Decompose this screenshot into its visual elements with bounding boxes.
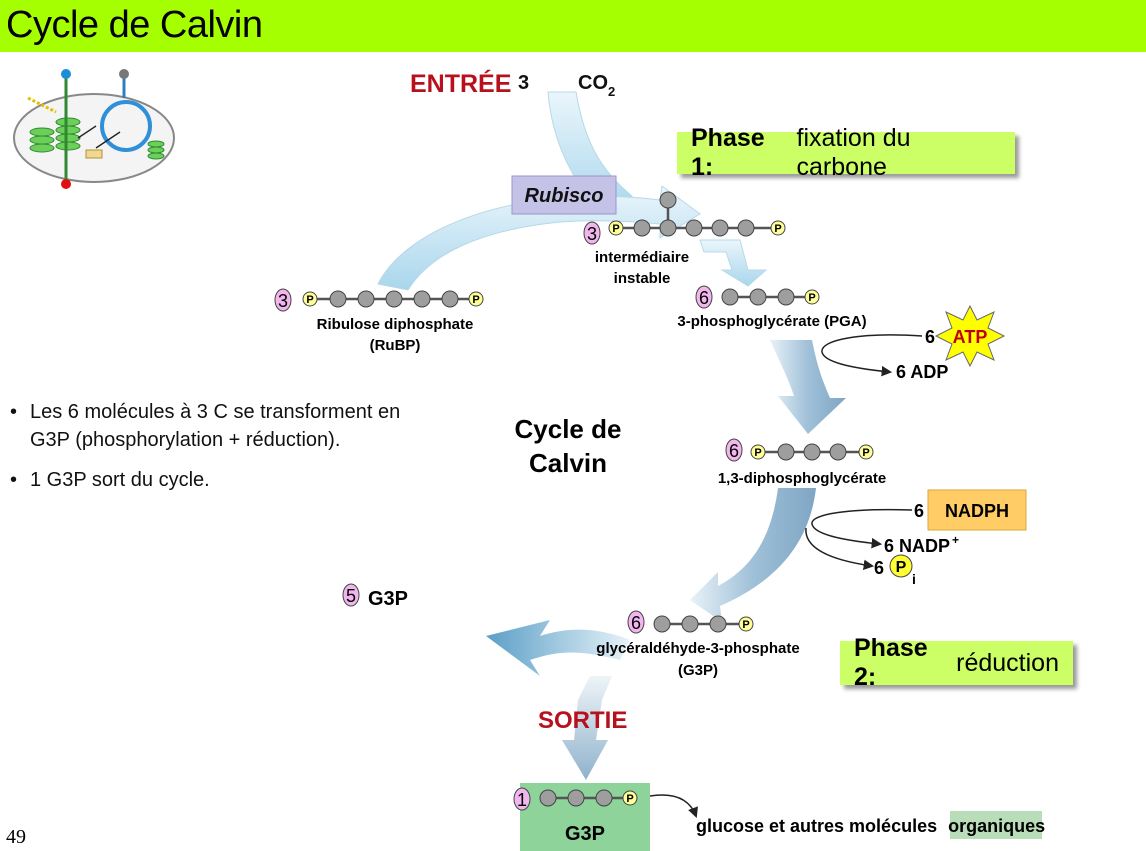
entry-label: ENTRÉE [410, 69, 511, 98]
phase2-text: réduction [956, 648, 1059, 677]
output-text: glucose et autres molécules organiques [696, 816, 1045, 836]
phase2-bold: Phase 2: [854, 634, 928, 691]
dpg-to-g3p-arrow [690, 488, 816, 622]
dpg-molecule: P P [750, 443, 874, 461]
cycle-label-2: Calvin [529, 448, 607, 478]
atp-input-curve [821, 334, 923, 377]
dpg-count-circle [725, 438, 743, 462]
svg-text:P: P [754, 447, 761, 459]
output-arrow [649, 794, 698, 818]
pi-output-curve [805, 527, 875, 571]
output-count: 1 [517, 790, 527, 810]
slide-title: Cycle de Calvin [6, 4, 263, 46]
intermediate-label-2: instable [614, 270, 671, 287]
entry-count: 3 [518, 72, 529, 94]
nadp-label: 6 NADP [884, 536, 950, 556]
exit-arrow [562, 676, 612, 780]
slide-number: 49 [6, 826, 26, 848]
svg-text:P: P [774, 223, 781, 235]
pga-to-dpg-arrow [770, 340, 846, 434]
g3p-recycle-arrow [486, 620, 630, 676]
phase2-box: Phase 2: réduction [840, 634, 1073, 691]
bullet-list: Les 6 molécules à 3 C se transforment en… [10, 398, 410, 506]
rubp-label-1: Ribulose diphosphate [317, 316, 474, 333]
rubp-count-circle [274, 288, 292, 312]
rubp-molecule: P P [302, 290, 484, 308]
nadph-input-curve [811, 508, 913, 549]
intermediate-count-circle [583, 221, 601, 245]
atp-label: ATP [953, 327, 988, 347]
atp-count: 6 [925, 327, 935, 347]
nadph-label: NADPH [945, 501, 1009, 521]
svg-text:P: P [472, 294, 479, 306]
pi-count: 6 [874, 558, 884, 578]
entry-molecule: CO [578, 72, 608, 94]
intermediate-to-pga-arrow [699, 239, 768, 287]
phase1-text: fixation du carbone [796, 124, 911, 181]
g3p-recycled-label: G3P [368, 588, 408, 610]
intermediate-molecule: P P [608, 191, 786, 237]
g3p-label-2: (G3P) [678, 662, 718, 679]
svg-text:P: P [742, 619, 749, 631]
g3p-count: 6 [631, 613, 641, 633]
intermediate-count: 3 [587, 224, 597, 244]
svg-text:P: P [306, 294, 313, 306]
output-count-circle [513, 787, 531, 811]
dpg-count: 6 [729, 441, 739, 461]
g3p-output-box-label: G3P [565, 823, 605, 845]
pi-circle [889, 554, 913, 578]
svg-text:P: P [612, 223, 619, 235]
g3p-recycled-count: 5 [346, 586, 356, 606]
chloroplast-icon [13, 69, 175, 189]
phase1-box: Phase 1: fixation du carbone [677, 124, 1015, 181]
nadp-superscript: + [952, 533, 959, 547]
nadph-box [927, 489, 1027, 531]
pga-count-circle [695, 285, 713, 309]
svg-text:P: P [862, 447, 869, 459]
pga-molecule: P [721, 288, 820, 306]
pi-letter: P [896, 559, 907, 576]
pi-subscript: i [912, 571, 916, 587]
g3p-label-1: glycéraldéhyde-3-phosphate [596, 640, 799, 657]
atp-star [934, 304, 1006, 368]
rubp-count: 3 [278, 291, 288, 311]
svg-text:P: P [808, 292, 815, 304]
rubp-label-2: (RuBP) [370, 337, 421, 354]
nadph-count: 6 [914, 501, 924, 521]
entry-subscript: 2 [608, 84, 615, 99]
title-bar: Cycle de Calvin [0, 0, 1146, 52]
pga-label: 3-phosphoglycérate (PGA) [677, 313, 866, 330]
pga-count: 6 [699, 288, 709, 308]
bullet-item: Les 6 molécules à 3 C se transforment en… [10, 398, 410, 454]
phase1-bold: Phase 1: [691, 124, 765, 181]
rubisco-box [511, 175, 617, 215]
dpg-label: 1,3-diphosphoglycérate [718, 470, 886, 487]
rubp-to-intermediate-arrow [377, 185, 701, 291]
organiques-highlight [950, 811, 1042, 839]
adp-label: 6 ADP [896, 362, 948, 382]
svg-text:P: P [626, 793, 633, 805]
rubisco-label: Rubisco [525, 185, 604, 207]
g3p-molecule: P [653, 615, 754, 633]
g3p-recycled-count-circle [342, 583, 360, 607]
g3p-count-circle [627, 610, 645, 634]
output-molecule: P [539, 789, 638, 807]
intermediate-label-1: intermédiaire [595, 249, 689, 266]
bullet-item: 1 G3P sort du cycle. [10, 466, 410, 494]
cycle-label-1: Cycle de [515, 414, 622, 444]
exit-label: SORTIE [538, 707, 627, 734]
